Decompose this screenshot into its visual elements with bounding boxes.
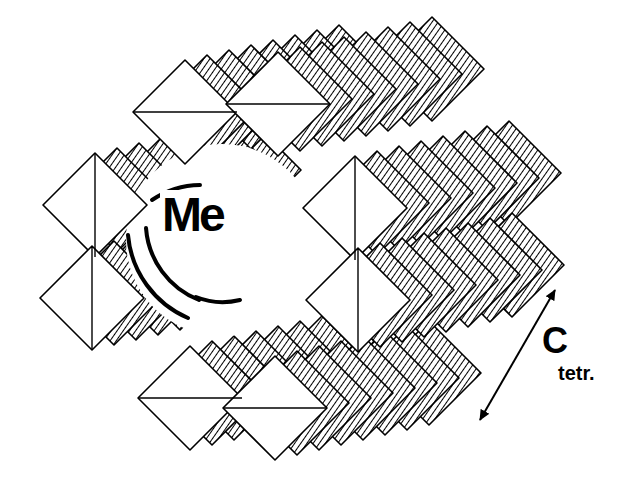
axis-subscript: tetr. [556, 362, 597, 384]
axis-label: C [540, 322, 570, 360]
ion-label: Me [160, 190, 225, 240]
motion-arcs [128, 185, 240, 318]
receding-octahedra [62, 17, 564, 455]
tunnel [126, 144, 318, 336]
front-octahedra [40, 52, 410, 460]
